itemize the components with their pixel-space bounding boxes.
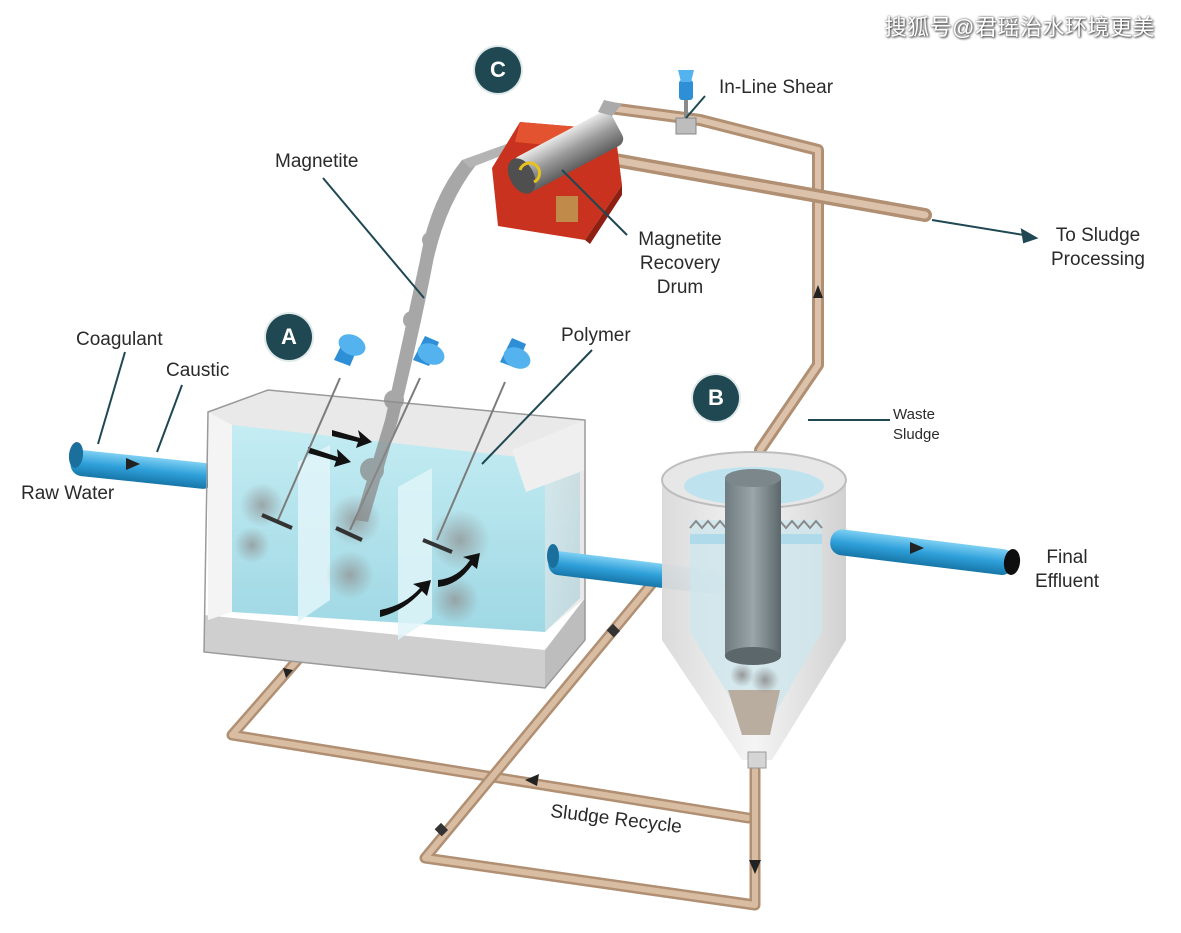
label-in-line-shear: In-Line Shear bbox=[719, 77, 834, 98]
flow-arrow-icon bbox=[283, 285, 823, 874]
mixer-motor-icon bbox=[261, 334, 531, 554]
raw-water-pipe bbox=[68, 442, 216, 489]
label-line: Drum bbox=[656, 277, 704, 298]
label-caustic: Caustic bbox=[166, 360, 230, 381]
label-polymer: Polymer bbox=[561, 325, 631, 346]
leader-lines bbox=[97, 95, 1039, 465]
watermark: 搜狐号@君瑶治水环境更美 bbox=[884, 15, 1155, 40]
label-line: To Sludge bbox=[1055, 225, 1141, 246]
badge-c: C bbox=[475, 47, 521, 93]
label-to-sludge-processing: To Sludge Processing bbox=[1040, 224, 1156, 272]
label-magnetite-recovery-drum: Magnetite Recovery Drum bbox=[625, 228, 735, 300]
final-effluent-pipe bbox=[830, 529, 1021, 575]
ballasted-clarifier bbox=[547, 451, 847, 769]
label-line: Sludge bbox=[893, 426, 940, 443]
label-line: Processing bbox=[1051, 249, 1145, 270]
label-line: Waste bbox=[893, 406, 935, 423]
flow-arrow-icon bbox=[308, 430, 480, 617]
recovery-drum-icon bbox=[492, 100, 624, 244]
label-line: Final bbox=[1046, 547, 1088, 568]
label-line: Magnetite bbox=[638, 229, 722, 250]
shear-mixer-icon bbox=[675, 70, 697, 135]
label-raw-water: Raw Water bbox=[21, 483, 115, 504]
magnetite-stream bbox=[355, 142, 516, 522]
badge-b: B bbox=[693, 375, 739, 421]
label-final-effluent: Final Effluent bbox=[1024, 546, 1110, 594]
label-waste-sludge: Waste Sludge bbox=[893, 405, 940, 445]
badge-a: A bbox=[266, 314, 312, 360]
label-line: Effluent bbox=[1034, 571, 1100, 592]
label-coagulant: Coagulant bbox=[76, 329, 163, 350]
label-line: Recovery bbox=[639, 253, 721, 274]
label-magnetite: Magnetite bbox=[275, 151, 359, 172]
